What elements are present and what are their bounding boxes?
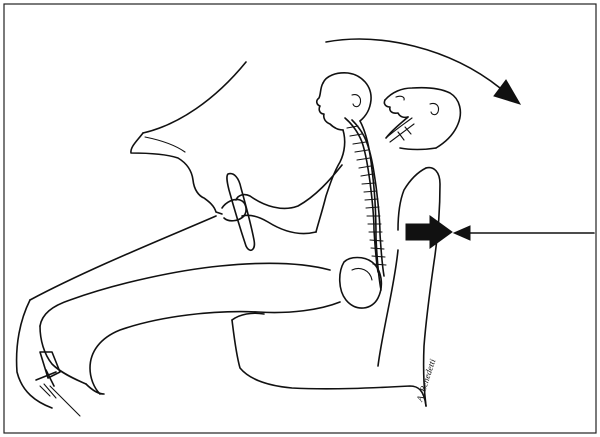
- figure-frame: [4, 4, 596, 433]
- head-extended-backward: [384, 88, 460, 150]
- steering-wheel: [227, 174, 254, 251]
- spine: [345, 118, 414, 276]
- legs: [40, 263, 340, 394]
- car-dashboard: [17, 62, 246, 408]
- artist-signature: A. Benedetti: [414, 357, 438, 403]
- signature-text: A. Benedetti: [414, 357, 438, 403]
- pedals: [36, 352, 80, 416]
- impact-force-arrow: [406, 216, 452, 248]
- rear-impact-arrow: [454, 226, 594, 240]
- pelvis: [340, 258, 382, 309]
